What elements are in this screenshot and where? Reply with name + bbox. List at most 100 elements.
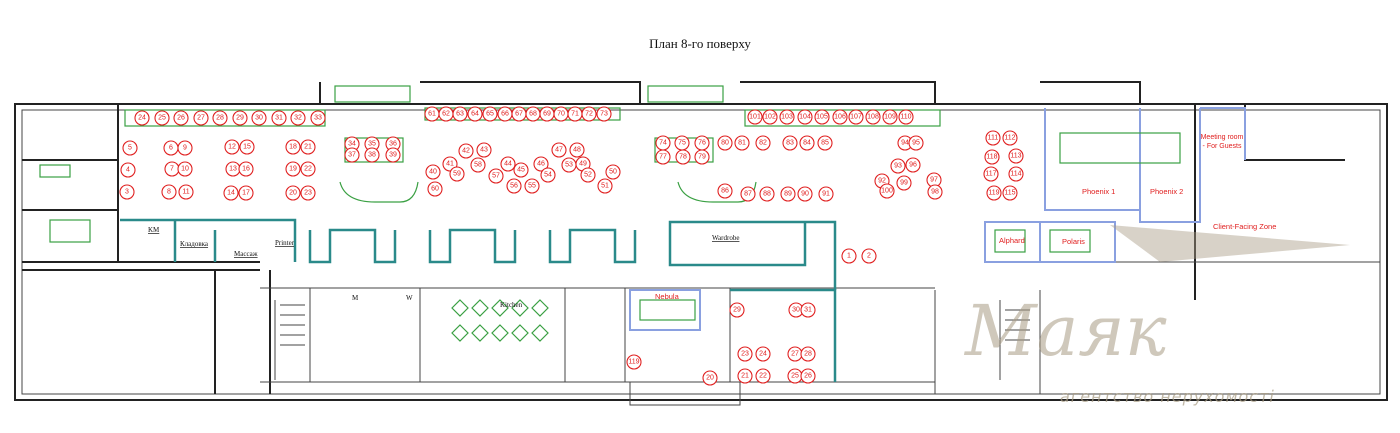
seat-number: 29 [733, 307, 741, 314]
room-kitchen: Kitchen [500, 301, 523, 309]
seat-number: 75 [678, 140, 686, 147]
seat-marker: 28 [800, 346, 816, 362]
seat-circle [597, 178, 613, 194]
seat-marker: 82 [755, 135, 771, 151]
seat-marker: 97 [926, 172, 942, 188]
seat-number: 41 [446, 161, 454, 168]
seat-number: 77 [659, 154, 667, 161]
seat-marker: 38 [364, 147, 380, 163]
seat-circle [1008, 148, 1024, 164]
seat-number: 55 [528, 183, 536, 190]
seat-marker: 3 [119, 184, 135, 200]
seat-circle [818, 186, 834, 202]
seat-marker: 99 [896, 175, 912, 191]
seat-circle [581, 106, 597, 122]
seat-marker: 70 [553, 106, 569, 122]
seat-number: 32 [294, 115, 302, 122]
seat-circle [344, 147, 360, 163]
seat-marker: 37 [344, 147, 360, 163]
seat-marker: 16 [238, 161, 254, 177]
watermark-logo: Маяк агентство нерухомості [963, 225, 1350, 406]
seat-marker: 56 [506, 178, 522, 194]
seat-number: 72 [585, 111, 593, 118]
seat-marker: 24 [755, 346, 771, 362]
seat-number: 21 [304, 144, 312, 151]
seat-marker: 109 [882, 109, 898, 125]
seat-number: 102 [764, 114, 776, 121]
seat-number: 66 [501, 111, 509, 118]
seat-number: 29 [236, 115, 244, 122]
seat-number: 101 [749, 114, 761, 121]
seat-marker: 101 [747, 109, 763, 125]
seat-number: 109 [884, 114, 896, 121]
seat-marker: 33 [310, 110, 326, 126]
seat-number: 16 [242, 166, 250, 173]
seat-circle [385, 147, 401, 163]
seat-circle [580, 167, 596, 183]
seat-marker: 58 [470, 157, 486, 173]
seat-marker: 36 [385, 136, 401, 152]
seat-number: 30 [255, 115, 263, 122]
seat-number: 119 [628, 359, 639, 366]
seat-circle [364, 147, 380, 163]
seat-number: 76 [698, 140, 706, 147]
seat-circle [782, 135, 798, 151]
seat-marker: 84 [799, 135, 815, 151]
seat-number: 105 [816, 114, 828, 121]
seat-marker: 72 [581, 106, 597, 122]
seat-circle [427, 181, 443, 197]
seat-number: 100 [881, 188, 893, 195]
seat-number: 52 [584, 172, 592, 179]
seat-circle [927, 184, 943, 200]
seat-marker: 55 [524, 178, 540, 194]
seat-circle [271, 110, 287, 126]
seat-marker: 39 [385, 147, 401, 163]
seat-marker: 28 [212, 110, 228, 126]
seat-marker: 45 [513, 162, 529, 178]
seat-number: 28 [804, 351, 812, 358]
seat-circle [467, 106, 483, 122]
seat-circle [702, 370, 718, 386]
seat-marker: 27 [193, 110, 209, 126]
seat-circle [759, 186, 775, 202]
seat-number: 26 [177, 115, 185, 122]
seat-number: 11 [182, 189, 189, 196]
seat-marker: 100 [879, 183, 895, 199]
seat-marker: 44 [500, 156, 516, 172]
seat-circle [762, 109, 778, 125]
seat-marker: 4 [120, 162, 136, 178]
room-km: KM [148, 226, 160, 234]
seat-circle [122, 140, 138, 156]
seat-circle [755, 346, 771, 362]
seat-circle [755, 135, 771, 151]
seat-marker: 119 [986, 185, 1002, 201]
seat-circle [290, 110, 306, 126]
seat-number: 69 [543, 111, 551, 118]
seat-number: 87 [744, 191, 752, 198]
seat-circle [797, 109, 813, 125]
seat-circle [212, 110, 228, 126]
seat-number: 45 [517, 167, 525, 174]
seat-number: 57 [492, 173, 500, 180]
seat-number: 30 [792, 307, 800, 314]
seat-marker: 111 [985, 130, 1001, 146]
seat-marker: 10 [177, 161, 193, 177]
seat-marker: 18 [285, 139, 301, 155]
seat-circle [285, 185, 301, 201]
seat-circle [780, 186, 796, 202]
seat-number: 38 [368, 152, 376, 159]
seat-number: 21 [741, 373, 749, 380]
seat-number: 24 [759, 351, 767, 358]
seat-number: 80 [721, 140, 729, 147]
seat-circle [177, 161, 193, 177]
plan-title: План 8-го поверху [649, 36, 751, 51]
seat-number: 118 [986, 154, 997, 161]
seat-marker: 6 [163, 140, 179, 156]
seat-number: 47 [555, 147, 563, 154]
seat-number: 15 [243, 144, 251, 151]
seat-number: 112 [1004, 135, 1015, 142]
seat-number: 74 [659, 140, 667, 147]
seat-marker: 62 [438, 106, 454, 122]
seat-marker: 5 [122, 140, 138, 156]
